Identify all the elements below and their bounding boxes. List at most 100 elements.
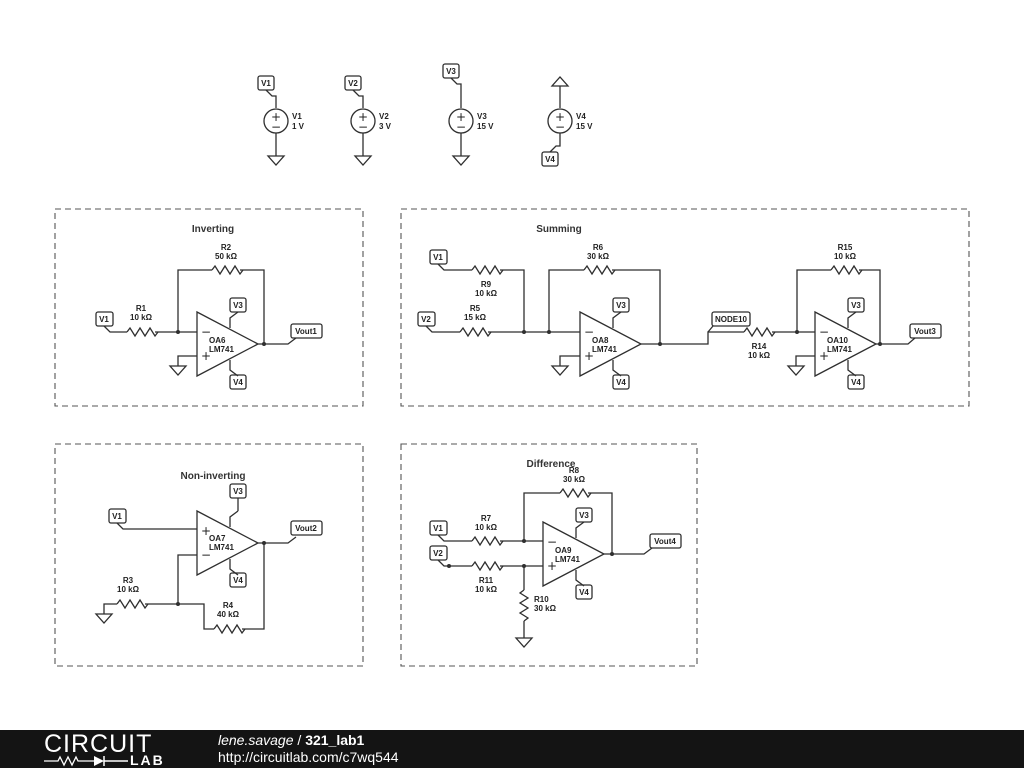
source-v3[interactable]: V3 + − V3 15 V [442,63,494,166]
component-part: LM741 [592,345,617,354]
logo-text-circuit: CIRCUIT [44,730,153,758]
component-name: R5 [470,304,481,313]
component-value: 40 kΩ [217,610,240,619]
ground-symbol [353,133,373,166]
component-value: 1 V [292,122,305,131]
svg-text:+: + [201,524,211,538]
opamp-oa7[interactable]: + − OA7 LM741 [196,509,260,577]
resistor-r11[interactable]: R11 10 kΩ [471,560,504,594]
component-name: V2 [379,112,389,121]
ground-symbol [168,355,197,376]
component-value: 3 V [379,122,392,131]
resistor-r1[interactable]: R1 10 kΩ [126,304,159,338]
net-label-v3: V3 [851,301,861,310]
svg-text:+: + [555,110,565,124]
svg-text:−: − [819,325,829,339]
component-name: OA6 [209,336,226,345]
svg-text:+: + [271,110,281,124]
component-name: OA9 [555,546,572,555]
svg-text:−: − [584,325,594,339]
difference-amplifier-block: Difference V1 R7 10 kΩ R8 30 kΩ V2 R11 1… [400,443,698,667]
path-separator: / [293,732,306,748]
opamp-oa8[interactable]: − + OA8 LM741 [579,310,643,378]
block-title: Difference [527,459,576,470]
block-title: Inverting [192,224,234,235]
resistor-r6[interactable]: R6 30 kΩ [583,243,616,276]
resistor-r2[interactable]: R2 50 kΩ [211,243,244,276]
svg-text:+: + [584,349,594,363]
svg-text:−: − [547,535,557,549]
net-label-v3: V3 [233,301,243,310]
component-value: 30 kΩ [563,475,586,484]
svg-text:−: − [358,120,368,134]
resistor-r15[interactable]: R15 10 kΩ [830,243,863,276]
component-value: 10 kΩ [130,313,153,322]
opamp-oa10[interactable]: − + OA10 LM741 [814,310,878,378]
component-name: R9 [481,280,492,289]
net-label-v1: V1 [433,253,443,262]
block-frame [400,443,698,667]
block-frame [54,208,364,407]
resistor-r3[interactable]: R3 10 kΩ [116,576,149,610]
net-label-v4: V4 [616,378,626,387]
footer-bar: CIRCUIT LAB lene.savage / 321_lab1 http:… [0,730,1024,768]
source-v1[interactable]: V1 + − V1 1 V [257,75,305,166]
component-value: 15 V [576,122,593,131]
svg-text:−: − [201,548,211,562]
component-part: LM741 [555,555,580,564]
source-v4[interactable]: + − V4 V4 15 V [541,76,593,167]
component-name: OA10 [827,336,848,345]
ground-symbol [550,76,570,108]
component-value: 10 kΩ [748,351,771,360]
resistor-r10[interactable]: R10 30 kΩ [518,589,557,622]
net-label-v2: V2 [421,315,431,324]
component-part: LM741 [209,543,234,552]
logo-resistor-diode-icon [44,755,128,767]
ground-symbol [786,355,815,376]
net-label-vout3: Vout3 [914,327,936,336]
ground-symbol [514,621,534,648]
net-label-v3: V3 [233,487,243,496]
opamp-symbol [196,509,260,577]
project-credit: lene.savage / 321_lab1 http://circuitlab… [218,732,399,766]
component-value: 15 V [477,122,494,131]
svg-text:−: − [201,325,211,339]
net-label-v4: V4 [233,576,243,585]
svg-text:+: + [456,110,466,124]
opamp-oa9[interactable]: − + OA9 LM741 [542,520,606,588]
ground-symbol [451,133,471,166]
component-value: 50 kΩ [215,252,238,261]
component-name: V4 [576,112,586,121]
component-name: R8 [569,466,580,475]
author-link[interactable]: lene.savage [218,732,294,748]
project-url[interactable]: http://circuitlab.com/c7wq544 [218,749,399,765]
opamp-oa6[interactable]: − + OA6 LM741 [196,310,260,378]
component-value: 10 kΩ [475,585,498,594]
resistor-r14[interactable]: R14 10 kΩ [743,326,776,360]
net-label-v2: V2 [433,549,443,558]
resistor-r5[interactable]: R5 15 kΩ [459,304,492,338]
block-frame [54,443,364,667]
component-value: 10 kΩ [475,289,498,298]
component-name: R7 [481,514,492,523]
component-value: 30 kΩ [587,252,610,261]
net-label-v3: V3 [446,67,456,76]
resistor-r7[interactable]: R7 10 kΩ [471,514,504,547]
block-title: Summing [536,224,582,235]
net-label-v3: V3 [579,511,589,520]
net-label-node10: NODE10 [715,315,748,324]
resistor-r9[interactable]: R9 10 kΩ [471,264,504,298]
circuitlab-logo[interactable]: CIRCUIT LAB [44,730,184,768]
component-name: R11 [479,576,494,585]
component-name: R2 [221,243,232,252]
summing-amplifier-block: Summing V1 R9 10 kΩ V2 R5 15 kΩ R6 30 kΩ [400,208,970,407]
net-label-v1: V1 [433,524,443,533]
resistor-r8[interactable]: R8 30 kΩ [559,466,592,499]
opamp-symbol [542,520,606,588]
source-v2[interactable]: V2 + − V2 3 V [344,75,392,166]
component-part: LM741 [209,345,234,354]
resistor-r4[interactable]: R4 40 kΩ [213,601,246,635]
svg-text:−: − [456,120,466,134]
ground-symbol [94,603,117,624]
project-name[interactable]: 321_lab1 [305,732,365,748]
